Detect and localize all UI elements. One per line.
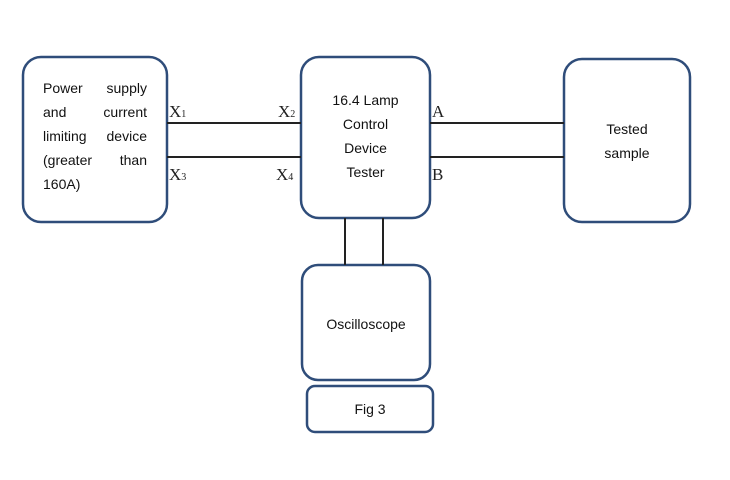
terminal-sub: 4 — [288, 172, 294, 183]
figure-caption: Fig 3 — [354, 401, 386, 417]
tester-line: Tester — [346, 164, 385, 180]
power-line: limiting device — [43, 128, 147, 144]
tester-line: Control — [342, 116, 389, 132]
terminal-letter: X — [276, 165, 289, 184]
terminal-b: B — [432, 165, 444, 184]
caption-box — [305, 384, 435, 434]
tested-sample-box — [562, 57, 692, 224]
tester-line: 16.4 Lamp — [332, 92, 399, 108]
tester-box — [299, 55, 432, 220]
power-supply-label: Power supply and current limiting device… — [43, 76, 147, 196]
power-line: and current — [43, 104, 147, 120]
terminal-x1: X1 — [169, 102, 186, 122]
terminal-x2: X2 — [278, 102, 295, 122]
terminal-sub: 2 — [290, 109, 296, 120]
terminal-sub: 1 — [181, 109, 187, 120]
oscilloscope-label: Oscilloscope — [326, 316, 406, 332]
terminal-letter: X — [169, 102, 182, 121]
power-line: (greater than — [43, 152, 147, 168]
power-supply-box — [21, 55, 169, 224]
power-line: 160A) — [43, 176, 81, 192]
tester-label: 16.4 Lamp Control Device Tester — [301, 88, 430, 184]
terminal-sub: 3 — [181, 172, 187, 183]
terminal-letter: X — [278, 102, 291, 121]
terminal-a: A — [432, 102, 445, 121]
tester-line: Device — [344, 140, 387, 156]
terminal-x4: X4 — [276, 165, 293, 185]
tested-sample-label: Tested sample — [564, 117, 690, 165]
terminal-x3: X3 — [169, 165, 186, 185]
sample-line: sample — [604, 145, 650, 161]
sample-line: Tested — [606, 121, 648, 137]
terminal-letter: X — [169, 165, 182, 184]
oscilloscope-box — [300, 263, 432, 382]
power-line: Power supply — [43, 80, 147, 96]
